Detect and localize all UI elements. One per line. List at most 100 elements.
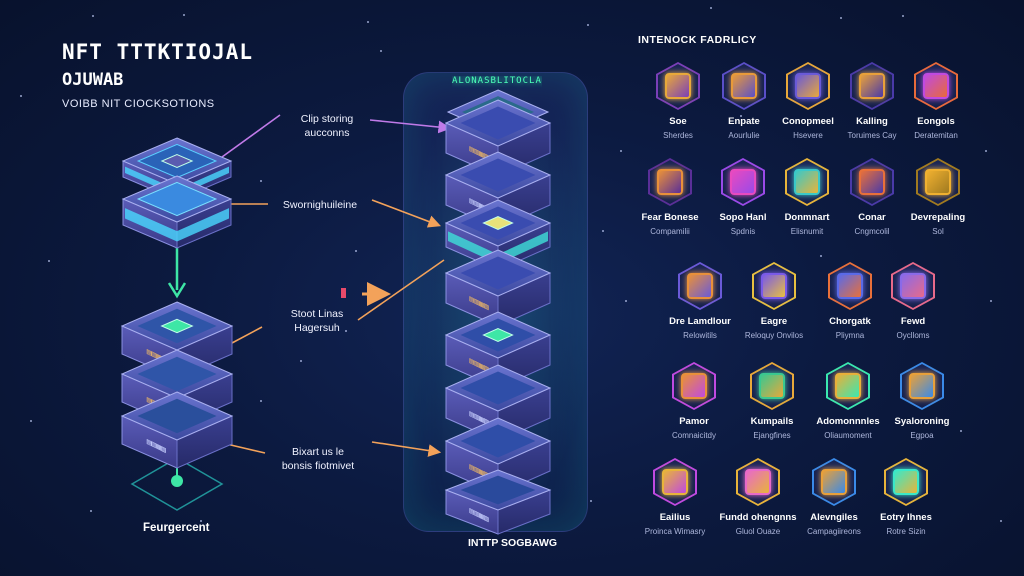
hex-frame (891, 262, 935, 310)
library-item-desc: Egpoa (910, 431, 934, 440)
infinity-flag-icon (662, 469, 688, 495)
hex-frame (653, 458, 697, 506)
stacked-layers-icon (893, 469, 919, 495)
callout-line: Clip storing (300, 113, 354, 125)
rocket-icon (923, 73, 949, 99)
library-item-name: Conopmeel (782, 116, 834, 127)
coin-pile-icon (835, 373, 861, 399)
callout-chip-storing: Clip storing aucconns (282, 112, 372, 140)
callout-start-lines: Stoot Linas Hagersuh (272, 307, 362, 335)
star (820, 255, 822, 257)
library-item-desc: Comnaicitdy (671, 431, 716, 440)
callout-storage-line: Swornighuileine (270, 198, 370, 212)
left-block-mesh (121, 175, 233, 249)
callout-binart: Bixart us le bonsis fiotmivet (268, 445, 368, 473)
star (902, 15, 904, 17)
library-item-desc: Reloquy Onvilos (744, 331, 804, 340)
tower-block-8: ▤▥▦▧ (444, 469, 552, 535)
library-item-desc: Oliaumoment (824, 431, 872, 440)
library-item-desc: Pliymna (835, 331, 865, 340)
vault-box-icon (731, 73, 757, 99)
star (840, 17, 842, 19)
connectors (130, 114, 452, 511)
star (345, 330, 347, 332)
block-inner-panel (460, 475, 536, 505)
hex-frame (750, 362, 794, 410)
page-title: NFT TTTKTIOJAL (62, 40, 254, 64)
hex-frame (884, 458, 928, 506)
library-item-name: Pamor (679, 416, 709, 427)
block-glow-stripe (125, 208, 229, 242)
star (260, 180, 262, 182)
library-item-desc: Sherdes (663, 131, 693, 140)
left-stack-base (130, 457, 224, 511)
hex-frame (826, 362, 870, 410)
block-inner-panel (137, 356, 217, 392)
library-item-desc: Campagiireons (807, 527, 861, 536)
gold-frame-cube-icon (925, 169, 951, 195)
pink-gem-chest-icon (745, 469, 771, 495)
star (260, 400, 262, 402)
callout-line: Swornighuileine (282, 199, 358, 211)
star (587, 24, 589, 26)
star (985, 150, 987, 152)
library-item-desc: Spdnis (730, 227, 756, 236)
library-item-name: Soe (669, 116, 687, 127)
star (740, 115, 742, 117)
library-item-desc: Relowitils (683, 331, 717, 340)
block-inner-panel (137, 398, 217, 434)
callout-line: bonsis fiotmivet (281, 460, 355, 473)
star (48, 260, 50, 262)
library-item-desc: Hsevere (793, 131, 823, 140)
star (710, 7, 712, 9)
wire-cube-icon (859, 73, 885, 99)
library-item-name: Chorgatk (829, 316, 871, 327)
connector-binart-right (371, 441, 442, 457)
library-item-desc: Toruimes Cay (847, 131, 897, 140)
library-item-desc: Ejangfines (753, 431, 791, 440)
library-item-name: Fewd (900, 316, 926, 327)
hex-frame (752, 262, 796, 310)
star (620, 150, 622, 152)
callout-line: Hagersuh (294, 322, 340, 335)
library-item-name: Dre Lamdlour (669, 316, 731, 327)
hex-frame (736, 458, 780, 506)
chest-icon (657, 169, 683, 195)
library-item-name: Eongols (917, 116, 955, 127)
library-item-name: Alevngiles (810, 512, 858, 523)
library-item-desc: Cngmcolil (854, 227, 890, 236)
library-item-name: Kalling (856, 116, 888, 127)
green-chest-icon (759, 373, 785, 399)
left-block-base: ▤▥▦▧ (120, 391, 234, 469)
connector-start-right (357, 259, 445, 321)
tower-block-4: ▤▥▦▧ (444, 249, 552, 327)
star (92, 15, 94, 17)
library-item-desc: Deratemitan (914, 131, 958, 140)
hex-frame (916, 158, 960, 206)
hex-frame (914, 62, 958, 110)
open-tray-icon (859, 169, 885, 195)
layered-cake-icon (687, 273, 713, 299)
